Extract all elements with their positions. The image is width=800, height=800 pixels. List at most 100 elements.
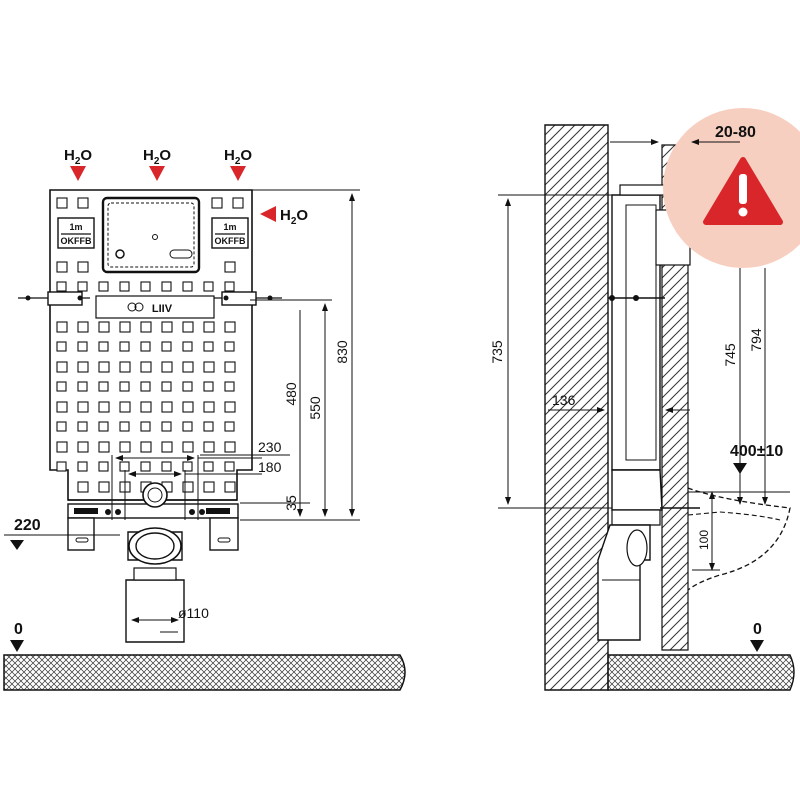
dim-drain-diameter: ø110 — [178, 605, 209, 621]
frame-hole — [161, 281, 172, 292]
frame-hole — [161, 381, 172, 392]
frame-hole — [161, 441, 173, 453]
frame-hole — [77, 321, 89, 333]
frame-hole — [119, 401, 131, 413]
frame-hole — [140, 441, 152, 453]
frame-hole — [203, 361, 215, 373]
frame-hole — [56, 461, 67, 472]
frame-hole — [224, 261, 236, 273]
frame-hole — [140, 401, 152, 413]
frame-hole — [203, 421, 214, 432]
drain-pipe — [125, 527, 185, 643]
water-inlet-side: H2O — [260, 206, 308, 227]
front-dimensions — [4, 189, 360, 623]
svg-text:1m: 1m — [223, 222, 236, 232]
frame-hole — [56, 421, 67, 432]
floor-zero-marker-side: 0 — [750, 621, 764, 652]
dim-830: 830 — [334, 340, 350, 364]
dim-180: 180 — [258, 459, 282, 475]
svg-text:1m: 1m — [69, 222, 82, 232]
level-400-marker: 400±10 — [730, 443, 783, 474]
frame-hole — [98, 361, 110, 373]
frame-hole — [119, 461, 130, 472]
frame-hole — [119, 341, 130, 352]
frame-hole — [203, 481, 215, 493]
frame-side — [597, 184, 700, 641]
frame-hole — [182, 321, 194, 333]
dim-100: 100 — [697, 530, 711, 550]
svg-text:LIIV: LIIV — [152, 303, 173, 315]
dim-745: 745 — [722, 343, 738, 367]
frame-hole — [224, 381, 235, 392]
frame-hole — [56, 321, 68, 333]
dim-35: 35 — [283, 495, 299, 511]
dim-20-80: 20-80 — [715, 124, 756, 141]
svg-text:OKFFB: OKFFB — [61, 236, 92, 246]
frame-hole — [224, 341, 235, 352]
frame-hole — [98, 421, 109, 432]
frame-hole — [203, 341, 214, 352]
frame-hole — [56, 341, 67, 352]
frame-hole — [77, 401, 89, 413]
frame-hole — [203, 321, 215, 333]
water-inlet-markers: H2O H2O H2O H2O — [64, 147, 308, 227]
frame-hole — [161, 321, 173, 333]
frame-hole — [98, 381, 109, 392]
svg-text:0: 0 — [753, 621, 762, 638]
frame-hole — [77, 361, 89, 373]
dim-480: 480 — [283, 382, 299, 406]
frame-hole — [182, 281, 193, 292]
dim-136: 136 — [552, 392, 576, 408]
level-plate-right: 1m OKFFB — [211, 217, 249, 249]
svg-text:H2O: H2O — [64, 147, 92, 167]
frame-hole — [77, 381, 88, 392]
service-opening — [101, 196, 201, 274]
frame-hole — [224, 401, 236, 413]
frame-hole — [182, 421, 193, 432]
frame-hole — [182, 381, 193, 392]
level-220-marker: 220 — [10, 517, 41, 550]
frame-hole — [224, 361, 236, 373]
frame-hole — [119, 281, 130, 292]
frame-hole — [211, 197, 223, 209]
frame-hole — [98, 281, 109, 292]
svg-text:400±10: 400±10 — [730, 443, 783, 460]
wall-bracket-right — [214, 291, 282, 306]
frame-hole — [98, 461, 109, 472]
frame-hole — [161, 361, 173, 373]
water-inlet-center: H2O — [143, 147, 171, 181]
frame-hole — [56, 281, 67, 292]
frame-hole — [203, 401, 215, 413]
frame-hole — [161, 461, 172, 472]
frame-hole — [77, 341, 88, 352]
frame-hole — [77, 441, 89, 453]
frame-hole — [203, 381, 214, 392]
frame-hole — [77, 261, 89, 273]
frame-hole — [98, 341, 109, 352]
frame-hole — [224, 281, 235, 292]
frame-hole — [161, 401, 173, 413]
frame-hole — [56, 197, 68, 209]
dim-550: 550 — [307, 396, 323, 420]
frame-hole — [224, 421, 235, 432]
frame-hole — [182, 441, 194, 453]
frame-hole — [224, 441, 236, 453]
frame-hole — [77, 197, 89, 209]
floor-zero-marker-front: 0 — [10, 621, 24, 652]
svg-text:OKFFB: OKFFB — [215, 236, 246, 246]
frame-hole — [98, 321, 110, 333]
level-plate-left: 1m OKFFB — [57, 217, 95, 249]
frame-hole — [98, 401, 110, 413]
frame-hole — [182, 401, 194, 413]
dim-794: 794 — [748, 328, 764, 352]
svg-text:H2O: H2O — [224, 147, 252, 167]
frame-hole — [56, 261, 68, 273]
frame-hole — [140, 461, 151, 472]
frame-hole — [224, 461, 235, 472]
warning-badge — [663, 108, 800, 268]
frame-hole — [140, 361, 152, 373]
frame-hole — [140, 341, 151, 352]
frame-hole — [203, 461, 214, 472]
wall-bracket-left — [18, 291, 90, 306]
